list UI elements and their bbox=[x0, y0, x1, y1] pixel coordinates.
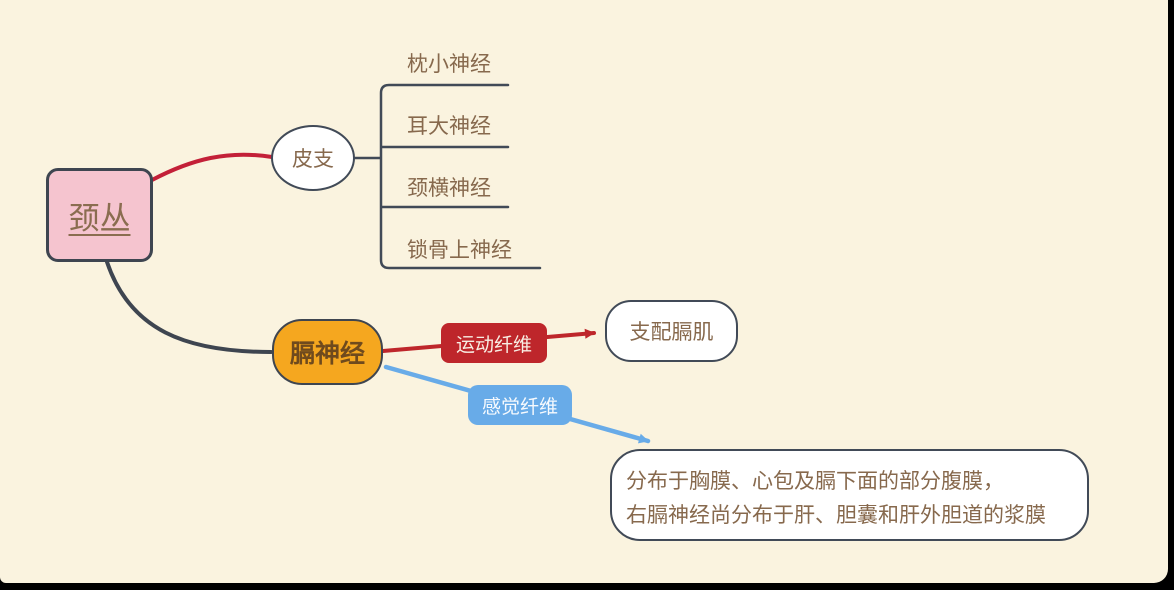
topic-cervical-plexus[interactable]: 颈丛 bbox=[46, 168, 153, 262]
topic-transverse-cervical-nerve[interactable]: 颈横神经 bbox=[407, 176, 491, 202]
topic-great-auricular-nerve[interactable]: 耳大神经 bbox=[407, 114, 491, 140]
edge-label-motor-fibers[interactable]: 运动纤维 bbox=[441, 323, 547, 363]
cutaneous-children-bracket bbox=[353, 83, 542, 270]
topic-lesser-occipital-nerve[interactable]: 枕小神经 bbox=[407, 52, 491, 78]
edge-label-sensory-fibers[interactable]: 感觉纤维 bbox=[468, 385, 572, 425]
topic-cervical-plexus-label: 颈丛 bbox=[68, 200, 131, 236]
topic-cutaneous-branches[interactable]: 皮支 bbox=[271, 125, 355, 191]
sensory-distribution-line2: 右膈神经尚分布于肝、胆囊和肝外胆道的浆膜 bbox=[626, 504, 1046, 527]
topic-transverse-cervical-nerve-label: 颈横神经 bbox=[407, 177, 491, 200]
topic-lesser-occipital-nerve-label: 枕小神经 bbox=[407, 53, 491, 76]
topic-innervates-diaphragm[interactable]: 支配膈肌 bbox=[605, 300, 738, 362]
edge-root-to-cutaneous bbox=[150, 152, 274, 182]
topic-supraclavicular-nerve[interactable]: 锁骨上神经 bbox=[407, 238, 512, 264]
sensory-distribution-line1: 分布于胸膜、心包及膈下面的部分腹膜， bbox=[626, 470, 1004, 493]
edge-label-motor-fibers-text: 运动纤维 bbox=[455, 334, 532, 356]
topic-supraclavicular-nerve-label: 锁骨上神经 bbox=[407, 239, 512, 262]
topic-sensory-distribution[interactable]: 分布于胸膜、心包及膈下面的部分腹膜， 右膈神经尚分布于肝、胆囊和肝外胆道的浆膜 bbox=[610, 449, 1089, 541]
edge-label-sensory-fibers-text: 感觉纤维 bbox=[481, 396, 558, 418]
topic-innervates-diaphragm-label: 支配膈肌 bbox=[629, 321, 714, 344]
edge-root-to-phrenic bbox=[105, 260, 273, 354]
topic-phrenic-nerve[interactable]: 膈神经 bbox=[272, 319, 383, 385]
topic-phrenic-nerve-label: 膈神经 bbox=[289, 340, 365, 368]
topic-cutaneous-branches-label: 皮支 bbox=[292, 148, 334, 171]
topic-great-auricular-nerve-label: 耳大神经 bbox=[407, 115, 491, 138]
